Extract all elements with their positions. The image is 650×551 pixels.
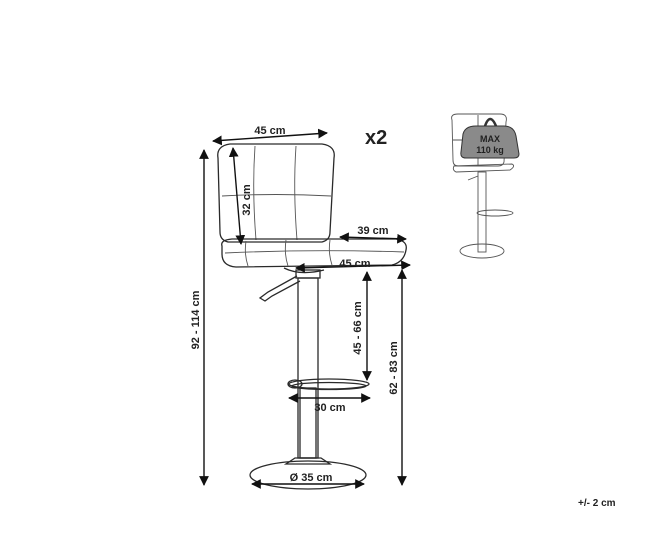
gas-column: [297, 277, 319, 459]
seat-width-label: 45 cm: [339, 258, 370, 270]
footrest-width-label: 30 cm: [314, 402, 345, 414]
max-weight-label: 110 kg: [476, 145, 504, 155]
max-label: MAX: [480, 134, 500, 144]
total-height-label: 92 - 114 cm: [190, 290, 202, 349]
seat-cushion: [221, 238, 407, 268]
backrest: [217, 143, 335, 243]
backrest-height-label: 32 cm: [241, 184, 253, 215]
quantity-label: x2: [365, 127, 387, 149]
height-lever: [258, 275, 301, 302]
base-diameter-label: Ø 35 cm: [290, 472, 333, 484]
backrest-width-label: 45 cm: [254, 125, 285, 137]
seat-height-label: 62 - 83 cm: [388, 341, 400, 394]
seat-to-footrest-label: 45 - 66 cm: [352, 301, 364, 354]
base-disc: [249, 460, 367, 490]
max-load-stool-drawing: MAX 110 kg: [451, 113, 520, 259]
weight-icon: [460, 125, 520, 159]
seat-depth-label: 39 cm: [357, 225, 388, 237]
main-stool-drawing: [217, 143, 407, 490]
tolerance-label: +/- 2 cm: [578, 498, 616, 509]
